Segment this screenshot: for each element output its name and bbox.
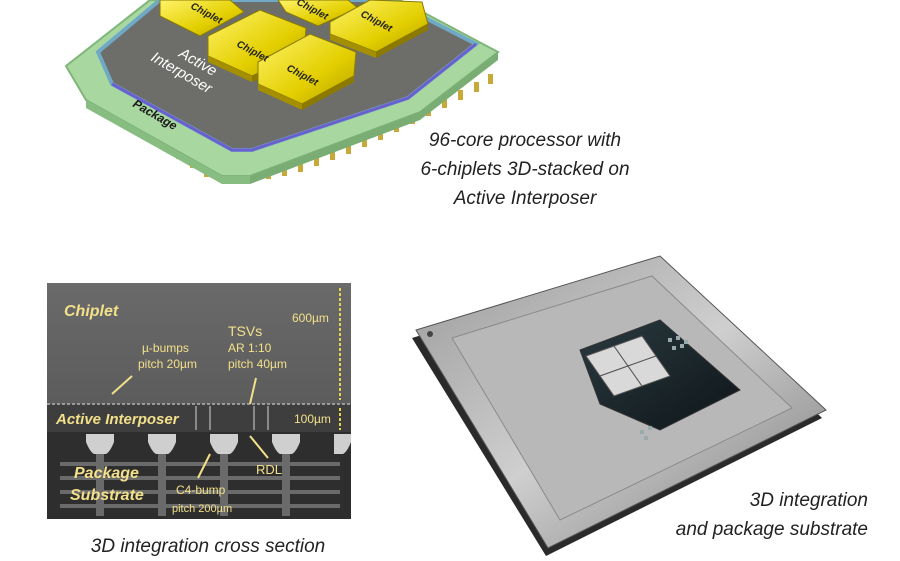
- package-photo: [412, 255, 827, 556]
- cs-bumps-pitch: pitch 20µm: [138, 357, 197, 371]
- cs-substrate-label-1: Package: [74, 465, 139, 482]
- package-photo-caption: 3D integration and package substrate: [618, 486, 868, 544]
- cs-tsv-label: TSVs: [228, 323, 262, 339]
- figure-3d-caption: 96-core processor with 6-chiplets 3D-sta…: [395, 126, 655, 213]
- cs-rdl-label: RDL: [256, 462, 282, 477]
- package-3d-render: Chiplet Chiplet Chiplet Chiplet Chiplet …: [64, 0, 500, 184]
- package-photo-caption-line-1: 3D integration: [749, 490, 868, 511]
- cs-tsv-ar: AR 1:10: [228, 341, 272, 355]
- cs-c4-label: C4-bump: [176, 483, 226, 497]
- cs-substrate-label-2: Substrate: [70, 487, 144, 504]
- cs-c4-pitch: pitch 200µm: [172, 503, 232, 515]
- cs-interposer-thickness: 100µm: [294, 412, 331, 426]
- figure-3d-caption-line-3: Active Interposer: [453, 188, 597, 209]
- chiplet-array: Chiplet Chiplet Chiplet Chiplet Chiplet: [159, 0, 429, 110]
- c4-bumps: [86, 434, 351, 454]
- cross-section-caption: 3D integration cross section: [90, 536, 326, 557]
- cs-chiplet-thickness: 600µm: [292, 311, 329, 325]
- figure-3d-caption-line-1: 96-core processor with: [428, 130, 622, 151]
- cs-bumps-label: µ-bumps: [142, 341, 189, 355]
- package-photo-caption-line-2: and package substrate: [675, 519, 868, 540]
- cs-tsv-pitch: pitch 40µm: [228, 357, 287, 371]
- figure-3d-caption-line-2: 6-chiplets 3D-stacked on: [420, 159, 630, 180]
- cross-section-image: Chiplet µ-bumps pitch 20µm TSVs AR 1:10 …: [47, 283, 351, 519]
- cs-chiplet-label: Chiplet: [64, 303, 119, 320]
- cs-interposer-label: Active Interposer: [55, 411, 180, 428]
